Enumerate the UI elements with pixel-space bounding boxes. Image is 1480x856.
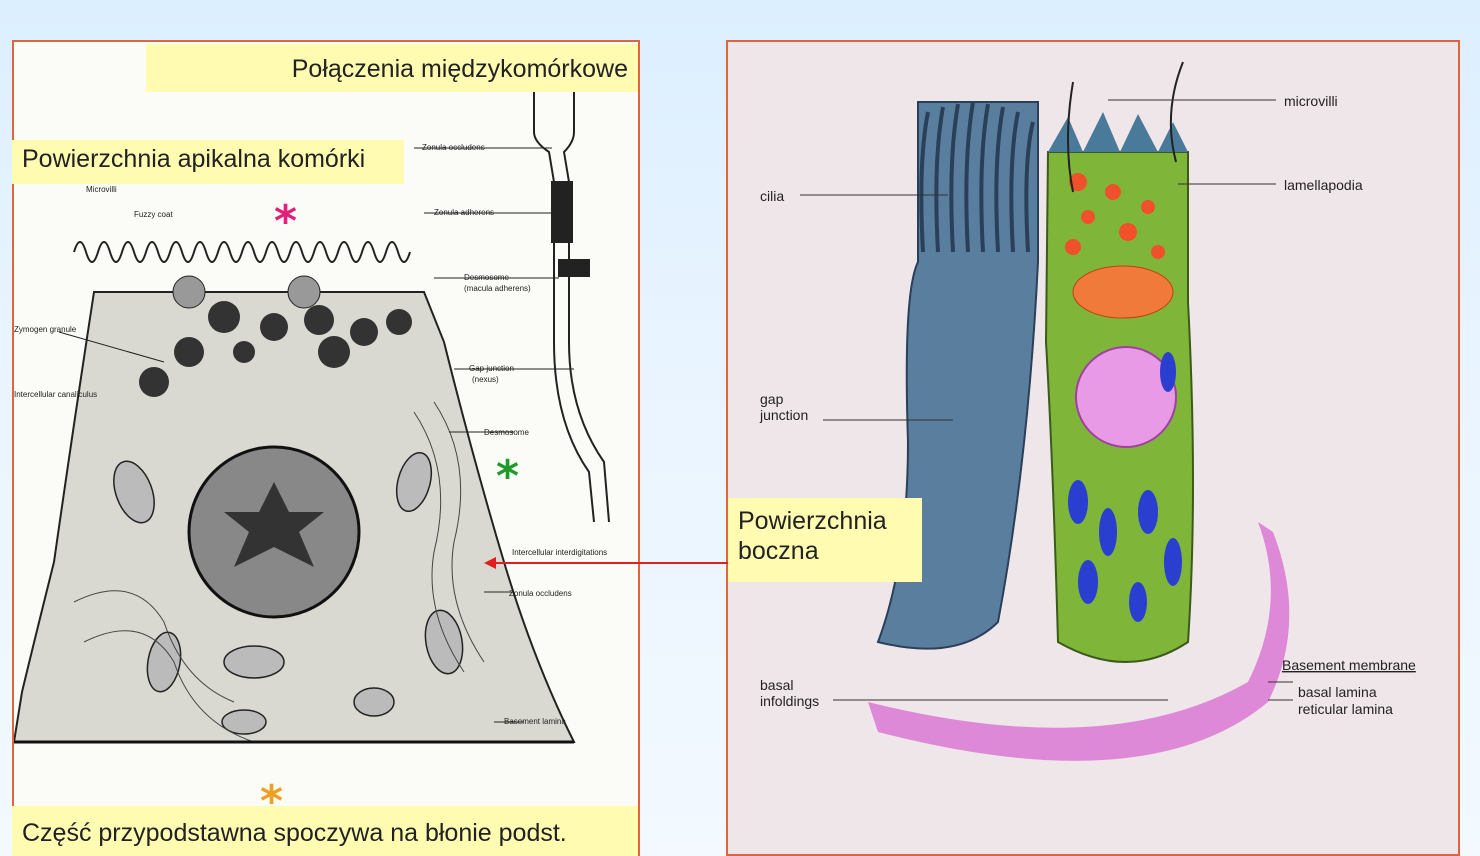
annotation-gap-junction: Gap junction [469,364,514,373]
right-panel-color-illustration: cilia microvilli lamellapodia gap juncti… [726,40,1460,856]
annotation-desmosome: Desmosome [464,273,509,282]
annotation-microvilli-right: microvilli [1284,93,1338,109]
annotation-desmosome-2: Desmosome [484,428,529,437]
annotation-basal-lamina: basal lamina [1298,684,1377,700]
annotation-basement-lamina: Basement lamina [504,717,566,726]
annotation-zonula-adherens: Zonula adherens [434,208,494,217]
pink-asterisk: * [274,200,297,244]
nucleus-color [1076,347,1176,447]
annotation-lamellapodia: lamellapodia [1284,177,1363,193]
label-basal-part: Część przypodstawna spoczywa na błonie p… [12,806,638,856]
junction-inset [534,92,609,522]
microvilli-drawing [74,242,410,262]
label-lateral-surface-line2: boczna [738,536,912,566]
color-cell-illustration: cilia microvilli lamellapodia gap juncti… [728,42,1460,856]
label-intercellular-junctions: Połączenia międzykomórkowe [146,44,638,92]
fuzzy-coat-vesicle [288,276,320,308]
annotation-zymogen-granule: Zymogen granule [14,325,77,334]
annotation-zonula-occludens: Zonula occludens [422,143,485,152]
annotation-nexus: (nexus) [472,375,499,384]
label-lateral-surface: Powierzchnia boczna [728,498,922,582]
label-lateral-surface-line1: Powierzchnia [738,506,912,536]
annotation-gap-junction-2: junction [759,407,808,423]
annotation-gap-junction-1: gap [760,391,784,407]
label-apical-surface: Powierzchnia apikalna komórki [12,140,404,184]
golgi-apparatus [1073,266,1173,318]
fuzzy-coat-vesicle [173,276,205,308]
orange-asterisk: * [260,780,283,824]
annotation-intercellular-canaliculus: Intercellular canaliculus [14,390,97,399]
annotation-fuzzy-coat: Fuzzy coat [134,210,173,219]
annotation-intercellular-interdigitations: Intercellular interdigitations [512,548,607,557]
annotation-reticular-lamina: reticular lamina [1298,701,1393,717]
annotation-macula-adherens: (macula adherens) [464,284,531,293]
annotation-basal-infoldings-2: infoldings [760,693,819,709]
annotation-cilia: cilia [760,188,784,204]
annotation-microvilli: Microvilli [86,185,117,194]
green-asterisk: * [496,455,519,499]
leader-lines-right [800,100,1293,700]
annotation-basal-infoldings-1: basal [760,677,793,693]
annotation-zonula-occludens-2: Zonula occludens [509,589,572,598]
annotation-basement-membrane: Basement membrane [1282,657,1416,673]
